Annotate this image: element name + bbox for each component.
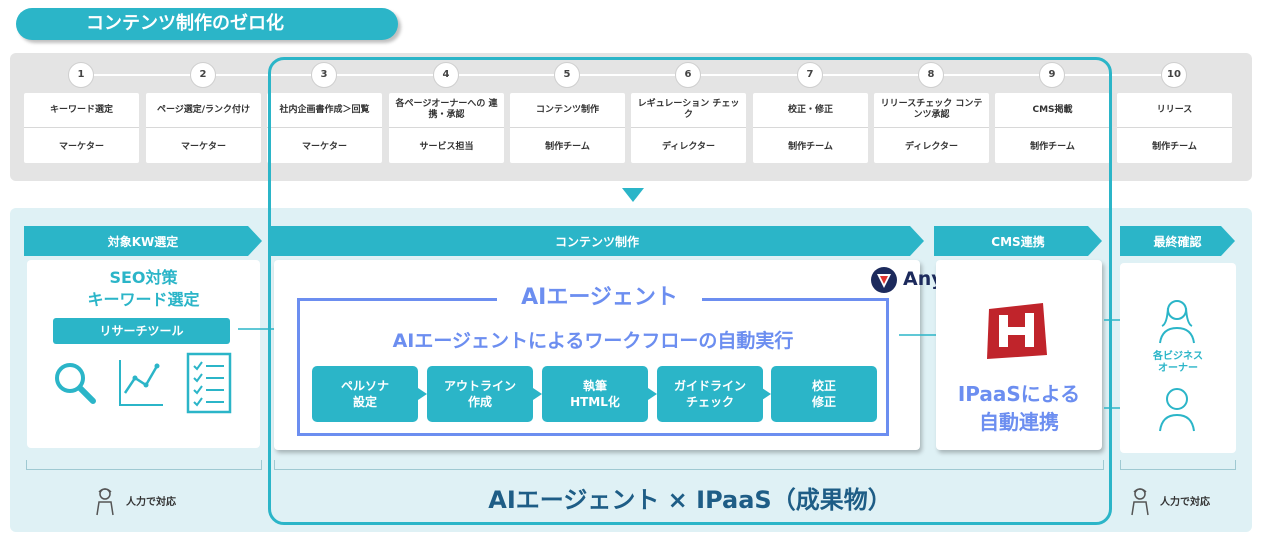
step-connector-line [82,74,1177,76]
step-number: 3 [311,62,337,88]
step-task: リリースチェック コンテンツ承認 [874,93,989,128]
ai-step-label: アウトライン [443,379,516,393]
ipaas-line1: IPaaSによる [957,382,1081,406]
research-tool-label: リサーチツール [53,318,230,344]
ai-step-guideline: ガイドラインチェック [657,366,763,422]
ai-step-persona: ペルソナ設定 [312,366,418,422]
bracket-center [274,460,1104,470]
step-number: 4 [433,62,459,88]
step-card: リリースチェック コンテンツ承認ディレクター [874,93,989,163]
step-task: CMS掲載 [995,93,1110,128]
step-owner: サービス担当 [419,142,474,152]
phase-kw-selection: 対象KW選定 [24,226,262,256]
down-arrow-icon [622,188,644,202]
phase-cms-integration: CMS連携 [934,226,1102,256]
step-owner: 制作チーム [545,142,590,152]
step-card: CMS掲載制作チーム [995,93,1110,163]
step-task: リリース [1117,93,1232,128]
search-icon [55,363,96,404]
step-owner: マーケター [301,142,347,152]
ai-step-label: 執筆 [582,379,607,393]
ipaas-line2: 自動連携 [979,410,1059,434]
phase-content-production: コンテンツ制作 [270,226,924,256]
ai-step-proofread: 校正修正 [771,366,877,422]
step-card: リリース制作チーム [1117,93,1232,163]
ipaas-logo-icon [987,303,1047,359]
ai-agent-subtitle: AIエージェントによるワークフローの自動実行 [392,330,794,352]
ai-step-label: 作成 [467,395,492,409]
bracket-left [26,460,262,470]
seo-title-line2: キーワード選定 [87,290,200,309]
step-card: キーワード選定マーケター [24,93,139,163]
female-person-icon [1159,300,1195,344]
ai-step-label: 校正 [811,379,836,393]
step-owner: 制作チーム [1152,142,1197,152]
manual-label-left: 人力で対応 [126,497,176,508]
ai-step-label: ガイドライン [673,379,746,393]
step-card: レギュレーション チェックディレクター [631,93,746,163]
step-task: ページ選定/ランク付け [146,93,261,128]
male-person-icon [1159,388,1195,432]
step-number: 7 [797,62,823,88]
step-number: 2 [190,62,216,88]
step-task: コンテンツ制作 [510,93,625,128]
business-owner-line2: オーナー [1158,363,1198,374]
seo-title: SEO対策 キーワード選定 [27,267,260,311]
step-task: レギュレーション チェック [631,93,746,128]
business-owner-label: 各ビジネス オーナー [1120,351,1236,375]
step-card: コンテンツ制作制作チーム [510,93,625,163]
step-owner: ディレクター [661,142,715,152]
step-card: 社内企画書作成＞回覧マーケター [267,93,382,163]
phase-final-check: 最終確認 [1120,226,1235,256]
step-card: 校正・修正制作チーム [753,93,868,163]
step-task: 各ページオーナーへの 連携・承認 [389,93,504,128]
step-number: 9 [1039,62,1065,88]
manual-label-right: 人力で対応 [1160,497,1210,508]
chevron-right-icon [648,388,657,400]
result-caption: AIエージェント × IPaaS（成果物） [488,486,892,514]
ai-step-outline: アウトライン作成 [427,366,533,422]
ai-step-label: HTML化 [570,395,620,409]
ipaas-caption: IPaaSによる 自動連携 [936,380,1102,436]
page-title: コンテンツ制作のゼロ化 [16,8,398,40]
anyflow-logo-icon [871,267,897,293]
step-card: 各ページオーナーへの 連携・承認サービス担当 [389,93,504,163]
step-owner: 制作チーム [1030,142,1075,152]
step-owner: ディレクター [904,142,958,152]
step-owner: マーケター [58,142,104,152]
business-owner-line1: 各ビジネス [1153,351,1203,362]
step-task: キーワード選定 [24,93,139,128]
ai-step-writing: 執筆 HTML化 [542,366,648,422]
ai-step-label: 修正 [811,395,836,409]
step-task: 校正・修正 [753,93,868,128]
chevron-right-icon [762,388,771,400]
line-chart-icon [119,360,163,406]
ai-step-label: チェック [685,395,734,409]
step-number: 1 [68,62,94,88]
step-number: 6 [675,62,701,88]
seo-title-line1: SEO対策 [109,268,178,287]
final-check-card [1120,263,1236,453]
step-owner: マーケター [180,142,226,152]
ai-agent-title: AIエージェント [497,283,702,313]
automation-scope-frame [268,57,1112,525]
chevron-right-icon [533,388,542,400]
step-number: 8 [918,62,944,88]
ai-step-label: ペルソナ [340,379,389,393]
ai-step-label: 設定 [352,395,377,409]
chevron-right-icon [418,388,427,400]
worker-person-icon [96,488,114,516]
step-owner: 制作チーム [788,142,833,152]
step-number: 10 [1161,62,1187,88]
step-number: 5 [554,62,580,88]
checklist-icon [186,352,232,414]
step-task: 社内企画書作成＞回覧 [267,93,382,128]
step-card: ページ選定/ランク付けマーケター [146,93,261,163]
worker-person-icon [1131,488,1149,516]
bracket-right [1120,460,1236,470]
